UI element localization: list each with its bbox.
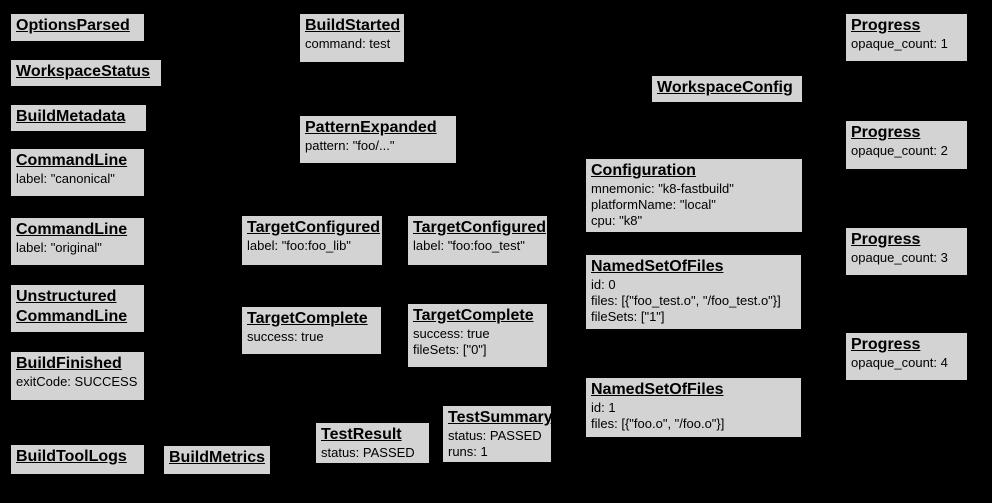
node-title: TestResult — [321, 426, 402, 443]
node-progress-4: Progress opaque_count: 4 — [845, 332, 968, 381]
node-progress-2: Progress opaque_count: 2 — [845, 120, 968, 170]
node-field: opaque_count: 2 — [851, 143, 948, 158]
node-field: files: [{"foo.o", "/foo.o"}] — [591, 416, 725, 431]
node-title: OptionsParsed — [16, 17, 130, 34]
node-build-metrics: BuildMetrics — [163, 445, 271, 475]
node-build-started: BuildStarted command: test — [299, 13, 405, 63]
node-title: CommandLine — [16, 221, 128, 238]
node-title: NamedSetOfFiles — [591, 258, 724, 275]
node-field: label: "original" — [16, 240, 102, 255]
node-field: label: "canonical" — [16, 171, 115, 186]
node-field: platformName: "local" — [591, 197, 716, 212]
node-field: fileSets: ["1"] — [591, 309, 665, 324]
node-build-finished: BuildFinished exitCode: SUCCESS — [10, 351, 145, 401]
node-title: Unstructured CommandLine — [16, 288, 128, 325]
node-test-result: TestResult status: PASSED — [315, 422, 430, 464]
node-workspace-status: WorkspaceStatus — [10, 59, 162, 87]
node-title: Progress — [851, 336, 921, 353]
node-title: WorkspaceConfig — [657, 79, 793, 96]
node-title: BuildMetrics — [169, 449, 266, 466]
node-target-complete-lib: TargetComplete success: true — [241, 306, 382, 355]
node-field: exitCode: SUCCESS — [16, 374, 138, 389]
node-field: command: test — [305, 36, 391, 51]
node-target-configured-foo-lib: TargetConfigured label: "foo:foo_lib" — [241, 215, 383, 266]
node-command-line-original: CommandLine label: "original" — [10, 217, 145, 266]
node-field: label: "foo:foo_lib" — [247, 238, 351, 253]
node-title: NamedSetOfFiles — [591, 381, 724, 398]
node-title: CommandLine — [16, 152, 128, 169]
node-field: opaque_count: 1 — [851, 36, 948, 51]
node-title: PatternExpanded — [305, 119, 437, 136]
node-field: id: 1 — [591, 400, 616, 415]
node-field: opaque_count: 4 — [851, 355, 948, 370]
node-field: cpu: "k8" — [591, 213, 643, 228]
node-title: TargetConfigured — [247, 219, 381, 236]
node-pattern-expanded: PatternExpanded pattern: "foo/..." — [299, 115, 457, 164]
node-field: status: PASSED — [321, 445, 415, 460]
node-title: BuildToolLogs — [16, 448, 127, 465]
node-title: Progress — [851, 231, 921, 248]
node-field: fileSets: ["0"] — [413, 342, 487, 357]
node-title: BuildStarted — [305, 17, 401, 34]
node-title: TargetComplete — [413, 307, 534, 324]
node-target-configured-foo-test: TargetConfigured label: "foo:foo_test" — [407, 215, 548, 266]
node-title: Configuration — [591, 162, 696, 179]
node-workspace-config: WorkspaceConfig — [651, 75, 803, 103]
node-options-parsed: OptionsParsed — [10, 13, 145, 42]
node-field: runs: 1 — [448, 444, 488, 459]
node-title: TargetConfigured — [413, 219, 547, 236]
node-progress-1: Progress opaque_count: 1 — [845, 13, 968, 62]
node-field: id: 0 — [591, 277, 616, 292]
node-field: success: true — [247, 329, 324, 344]
node-title: WorkspaceStatus — [16, 63, 150, 80]
node-title: TargetComplete — [247, 310, 368, 327]
node-command-line-canonical: CommandLine label: "canonical" — [10, 148, 145, 197]
node-configuration: Configuration mnemonic: "k8-fastbuild"pla… — [585, 158, 803, 233]
node-field: status: PASSED — [448, 428, 542, 443]
node-title: BuildFinished — [16, 355, 122, 372]
node-title: BuildMetadata — [16, 108, 126, 125]
node-field: pattern: "foo/..." — [305, 138, 395, 153]
node-title: Progress — [851, 17, 921, 34]
node-build-metadata: BuildMetadata — [10, 104, 147, 132]
node-field: mnemonic: "k8-fastbuild" — [591, 181, 734, 196]
node-build-tool-logs: BuildToolLogs — [10, 444, 145, 475]
node-title: TestSummary — [448, 409, 553, 426]
node-progress-3: Progress opaque_count: 3 — [845, 227, 968, 276]
node-unstructured-command-line: Unstructured CommandLine — [10, 284, 145, 333]
node-field: label: "foo:foo_test" — [413, 238, 525, 253]
node-field: opaque_count: 3 — [851, 250, 948, 265]
node-field: files: [{"foo_test.o", "/foo_test.o"}] — [591, 293, 781, 308]
node-field: success: true — [413, 326, 490, 341]
node-title: Progress — [851, 124, 921, 141]
